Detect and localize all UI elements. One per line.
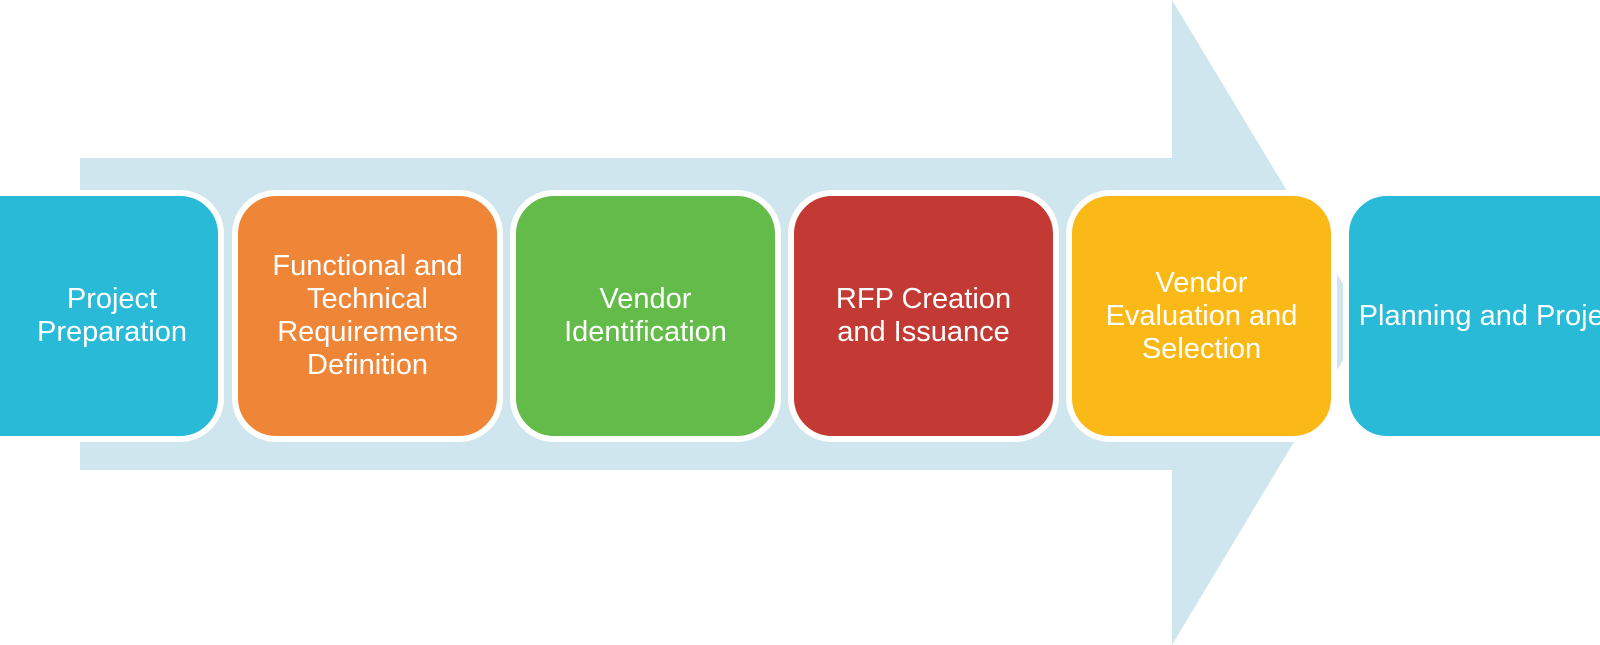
step-label: RFP Creation and Issuance: [835, 283, 1012, 348]
step-label: Vendor Identification: [564, 283, 727, 348]
step-label: Implementation Planning and Project Mana…: [1349, 299, 1600, 332]
step-project-preparation: Project Preparation: [0, 190, 224, 442]
step-vendor-evaluation: Vendor Evaluation and Selection: [1066, 190, 1337, 442]
step-label: Functional and Technical Requirements De…: [272, 250, 463, 381]
step-implementation-planning: Implementation Planning and Project Mana…: [1343, 190, 1600, 442]
step-label: Project Preparation: [37, 283, 187, 348]
step-label: Vendor Evaluation and Selection: [1105, 266, 1298, 365]
step-rfp-creation: RFP Creation and Issuance: [788, 190, 1059, 442]
step-vendor-identification: Vendor Identification: [510, 190, 781, 442]
step-requirements-definition: Functional and Technical Requirements De…: [232, 190, 503, 442]
